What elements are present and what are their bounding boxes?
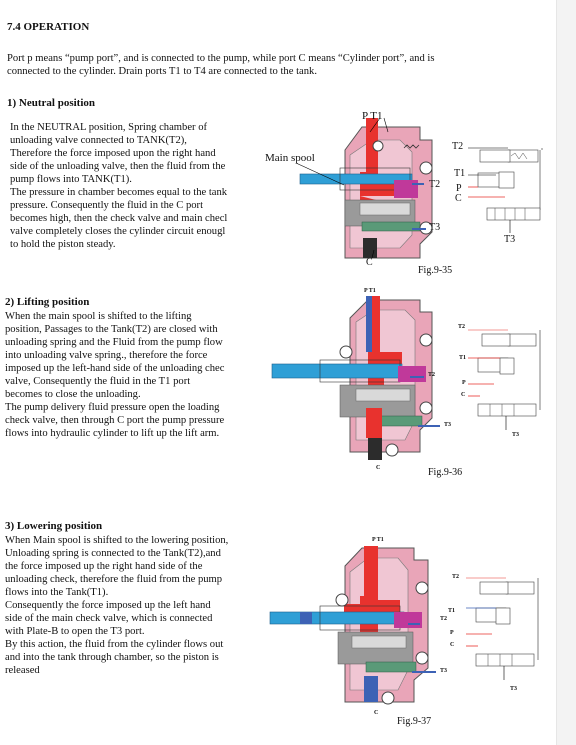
fig1-label-p: P bbox=[456, 183, 462, 194]
lifting-heading: 2) Lifting position bbox=[5, 296, 90, 308]
fig1-label-c: C bbox=[455, 193, 462, 204]
fig2-label-p: P bbox=[462, 380, 466, 386]
fig1-label-t2-top: T2 bbox=[452, 141, 464, 152]
fig2-label-t2-mid: T2 bbox=[428, 372, 436, 378]
fig2-label-c: C bbox=[461, 392, 466, 398]
fig1-label-t2-mid: T2 bbox=[429, 179, 441, 190]
fig2-label-t2-top: T2 bbox=[458, 324, 466, 330]
neutral-heading: 1) Neutral position bbox=[7, 97, 95, 109]
neutral-body: In the NEUTRAL position, Spring chamber … bbox=[10, 122, 228, 250]
fig3-caption: Fig.9-37 bbox=[397, 716, 432, 727]
fig2-label-pt1: P T1 bbox=[364, 288, 376, 294]
fig2-label-t3-right: T3 bbox=[512, 432, 520, 438]
section-title: 7.4 OPERATION bbox=[7, 21, 90, 33]
fig3-label-c: C bbox=[450, 642, 455, 648]
valve-diagram-1 bbox=[295, 117, 543, 259]
fig3-label-c-bottom: C bbox=[374, 710, 379, 716]
fig1-label-t3-mid: T3 bbox=[429, 222, 441, 233]
fig3-label-t3-mid: T3 bbox=[440, 668, 448, 674]
fig1-label-t3-right: T3 bbox=[504, 234, 516, 245]
fig3-label-pt1: P T1 bbox=[372, 537, 384, 543]
lowering-heading: 3) Lowering position bbox=[5, 520, 103, 532]
fig3-label-t2-top: T2 bbox=[452, 574, 460, 580]
fig2-caption: Fig.9-36 bbox=[428, 467, 463, 478]
fig1-label-c-bottom: C bbox=[366, 257, 373, 268]
fig2-label-c-bottom: C bbox=[376, 465, 381, 471]
fig3-label-t2-mid: T2 bbox=[440, 616, 448, 622]
fig3-label-p: P bbox=[450, 630, 454, 636]
fig1-caption: Fig.9-35 bbox=[418, 265, 453, 276]
document-page: 7.4 OPERATION Port p means “pump port”, … bbox=[5, 21, 543, 727]
fig2-label-t3-mid: T3 bbox=[444, 422, 452, 428]
intro-paragraph: Port p means “pump port”, and is connect… bbox=[7, 53, 435, 77]
fig3-label-t3-right: T3 bbox=[510, 686, 518, 692]
valve-diagram-2 bbox=[271, 296, 541, 460]
fig1-label-main-spool: Main spool bbox=[265, 152, 315, 164]
fig3-label-t1: T1 bbox=[448, 608, 456, 614]
fig2-label-t1: T1 bbox=[459, 355, 467, 361]
fig1-label-pt1: P T1 bbox=[362, 110, 383, 122]
fig1-label-t1: T1 bbox=[454, 168, 466, 179]
valve-diagram-3 bbox=[269, 546, 539, 705]
lowering-body: When Main spool is shifted to the loweri… bbox=[5, 535, 229, 676]
viewer-side-panel bbox=[556, 0, 576, 745]
lifting-body: When the main spool is shifted to the li… bbox=[5, 311, 225, 439]
